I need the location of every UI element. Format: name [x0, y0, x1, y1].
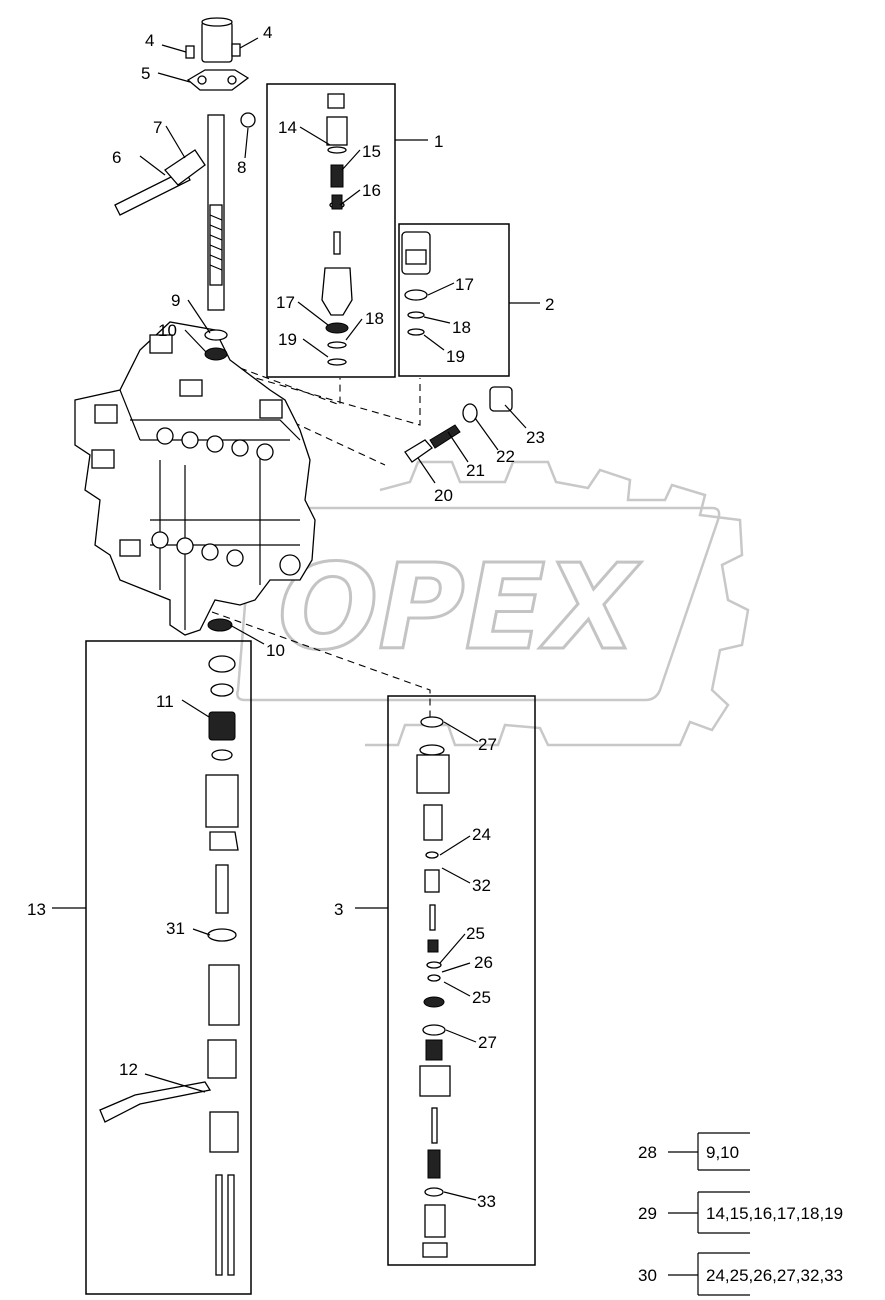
callout-18-kit2: 18 [452, 318, 471, 337]
kit-number: 30 [638, 1266, 657, 1285]
kit-2-assembly [398, 223, 510, 377]
callout-17-kit1: 17 [276, 293, 295, 312]
callout-25-bottom: 25 [472, 988, 491, 1007]
callout-5: 5 [141, 64, 150, 83]
top-spool-assembly [114, 17, 256, 361]
callout-17-kit2: 17 [455, 275, 474, 294]
leader-lines [52, 37, 540, 1201]
callout-24: 24 [472, 825, 491, 844]
callout-18-kit1: 18 [365, 309, 384, 328]
callout-20: 20 [434, 486, 453, 505]
callout-26: 26 [474, 953, 493, 972]
callout-2: 2 [545, 295, 554, 314]
callout-7: 7 [153, 118, 162, 137]
callout-4-right: 4 [263, 23, 272, 42]
callout-15: 15 [362, 142, 381, 161]
kit-contents: 14,15,16,17,18,19 [706, 1204, 843, 1223]
kit-row-28: 28 9,10 [638, 1132, 750, 1171]
callout-12: 12 [119, 1060, 138, 1079]
callout-9: 9 [171, 291, 180, 310]
callout-23: 23 [526, 428, 545, 447]
callout-10-bottom: 10 [266, 641, 285, 660]
callout-11: 11 [156, 692, 174, 711]
kit-legend: 28 9,10 29 14,15,16,17,18,19 30 24,25,26… [638, 1132, 843, 1296]
callout-19-kit1: 19 [278, 330, 297, 349]
callout-32: 32 [472, 876, 491, 895]
callout-19-kit2: 19 [446, 347, 465, 366]
callout-labels: 1 2 3 4 4 5 6 7 8 9 10 10 11 12 13 14 15… [27, 23, 554, 1211]
watermark-text: OPEX [278, 538, 641, 676]
kit-13-assembly [85, 618, 252, 1295]
kit-number: 28 [638, 1143, 657, 1162]
callout-27-top: 27 [478, 735, 497, 754]
callout-1: 1 [434, 132, 443, 151]
callout-16: 16 [362, 181, 381, 200]
kit-contents: 9,10 [706, 1143, 739, 1162]
kit-contents: 24,25,26,27,32,33 [706, 1266, 843, 1285]
callout-27-bottom: 27 [478, 1033, 497, 1052]
kit-number: 29 [638, 1204, 657, 1223]
callout-10-top: 10 [158, 321, 177, 340]
callout-13: 13 [27, 900, 46, 919]
callout-4-left: 4 [145, 31, 154, 50]
kit-1-assembly [266, 83, 396, 378]
watermark-logo: OPEX [236, 460, 750, 747]
valve-body [74, 321, 316, 636]
kit-3-assembly [387, 695, 536, 1266]
callout-22: 22 [496, 447, 515, 466]
kit-row-30: 30 24,25,26,27,32,33 [638, 1252, 843, 1296]
relief-valve-parts [404, 386, 513, 463]
callout-8: 8 [237, 158, 246, 177]
callout-25-top: 25 [466, 924, 485, 943]
callout-3: 3 [334, 900, 343, 919]
callout-33: 33 [477, 1192, 496, 1211]
callout-6: 6 [112, 148, 121, 167]
kit-row-29: 29 14,15,16,17,18,19 [638, 1191, 843, 1234]
callout-31: 31 [166, 919, 185, 938]
callout-14: 14 [278, 118, 297, 137]
callout-21: 21 [466, 461, 485, 480]
